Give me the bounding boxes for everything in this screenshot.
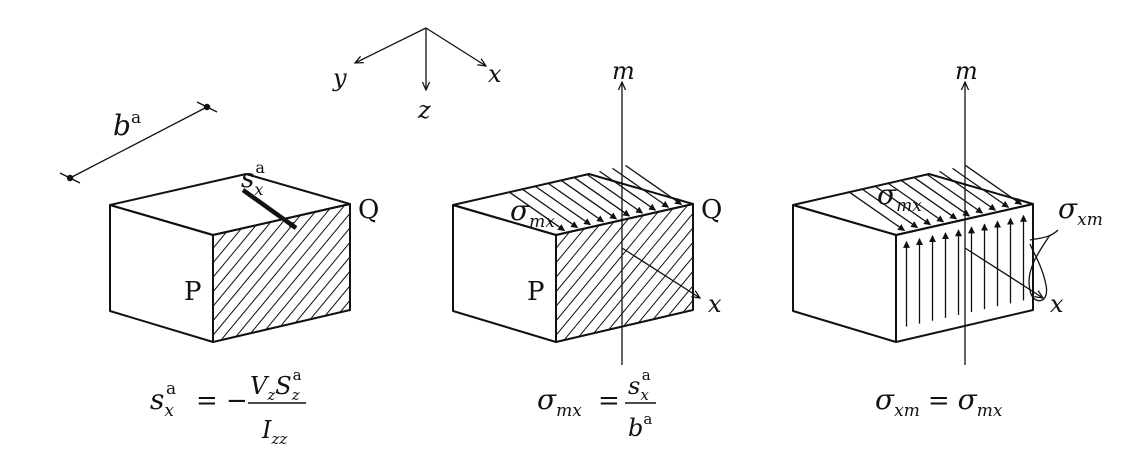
stress-arrow bbox=[900, 179, 958, 220]
stress-arrow bbox=[861, 188, 919, 229]
point-p-label-a: P bbox=[184, 277, 202, 307]
stress-arrow bbox=[939, 170, 997, 211]
stress-arrow bbox=[848, 191, 906, 232]
svg-text:VzSza: VzSza bbox=[250, 366, 302, 404]
svg-text:σmx: σmx bbox=[537, 383, 582, 421]
hatched-face-a bbox=[213, 204, 350, 342]
stress-arrow bbox=[965, 164, 1023, 205]
equation-3: σxm=σmx bbox=[875, 383, 1003, 421]
stress-arrow bbox=[534, 185, 592, 226]
sigma-mx-arrows-c bbox=[848, 164, 1023, 232]
point-p-label-b: P bbox=[527, 277, 545, 307]
svg-text:=: = bbox=[598, 386, 620, 416]
stress-arrow bbox=[625, 164, 683, 205]
stress-arrow bbox=[612, 167, 670, 208]
x-axis-c bbox=[964, 247, 1043, 298]
width-dimension: ba bbox=[59, 101, 218, 184]
x-label-b: x bbox=[708, 290, 722, 318]
stress-arrow bbox=[599, 170, 657, 211]
shear-flow-label: sxa bbox=[241, 158, 265, 199]
sigma-xm-label-c: σxm bbox=[1058, 192, 1103, 230]
sigma-mx-label-b: σmx bbox=[510, 194, 555, 232]
stress-arrow bbox=[508, 191, 566, 232]
hatched-face-b bbox=[556, 204, 693, 342]
svg-text:sxa: sxa bbox=[150, 379, 176, 421]
svg-text:sxa: sxa bbox=[628, 366, 651, 404]
x-label-c: x bbox=[1050, 290, 1064, 318]
svg-text:Izz: Izz bbox=[261, 416, 287, 448]
shear-flow-arrow bbox=[241, 188, 298, 230]
sigma-mx-label-c: σmx bbox=[877, 178, 922, 216]
m-label-b: m bbox=[612, 57, 635, 85]
sigma-xm-arrows-c bbox=[903, 214, 1027, 327]
stress-arrow bbox=[521, 188, 579, 229]
point-q-label-a: Q bbox=[358, 195, 379, 225]
stress-arrow bbox=[586, 173, 644, 214]
stress-arrow bbox=[560, 179, 618, 220]
equation-2: σmx = sxa ba bbox=[537, 366, 656, 442]
stress-arrow bbox=[573, 176, 631, 217]
x-axis-b bbox=[621, 247, 700, 298]
stress-arrow bbox=[874, 185, 932, 226]
svg-text:ba: ba bbox=[628, 410, 652, 442]
stress-arrow bbox=[547, 182, 605, 223]
coordinate-axes: y x z bbox=[332, 27, 502, 124]
sigma-mx-arrows-b bbox=[508, 164, 683, 232]
x-axis-label: x bbox=[488, 60, 502, 88]
point-q-label-b: Q bbox=[701, 195, 722, 225]
block-a: sxa P Q bbox=[109, 158, 379, 343]
stress-arrow bbox=[926, 173, 984, 214]
y-axis-label: y bbox=[332, 64, 347, 92]
stress-arrow bbox=[952, 167, 1010, 208]
stress-arrow bbox=[887, 182, 945, 223]
width-label: ba bbox=[113, 108, 141, 142]
z-axis-label: z bbox=[417, 96, 431, 124]
block-b: m x σmx P Q bbox=[452, 57, 722, 365]
svg-text:= −: = − bbox=[196, 386, 248, 416]
block-c: m x σmx σxm bbox=[792, 57, 1103, 365]
equation-1: sxa = − VzSza Izz bbox=[150, 366, 306, 448]
svg-text:σxm=σmx: σxm=σmx bbox=[875, 383, 1003, 421]
m-label-c: m bbox=[955, 57, 978, 85]
stress-arrow bbox=[913, 176, 971, 217]
sigma-xm-leader bbox=[1028, 229, 1059, 302]
